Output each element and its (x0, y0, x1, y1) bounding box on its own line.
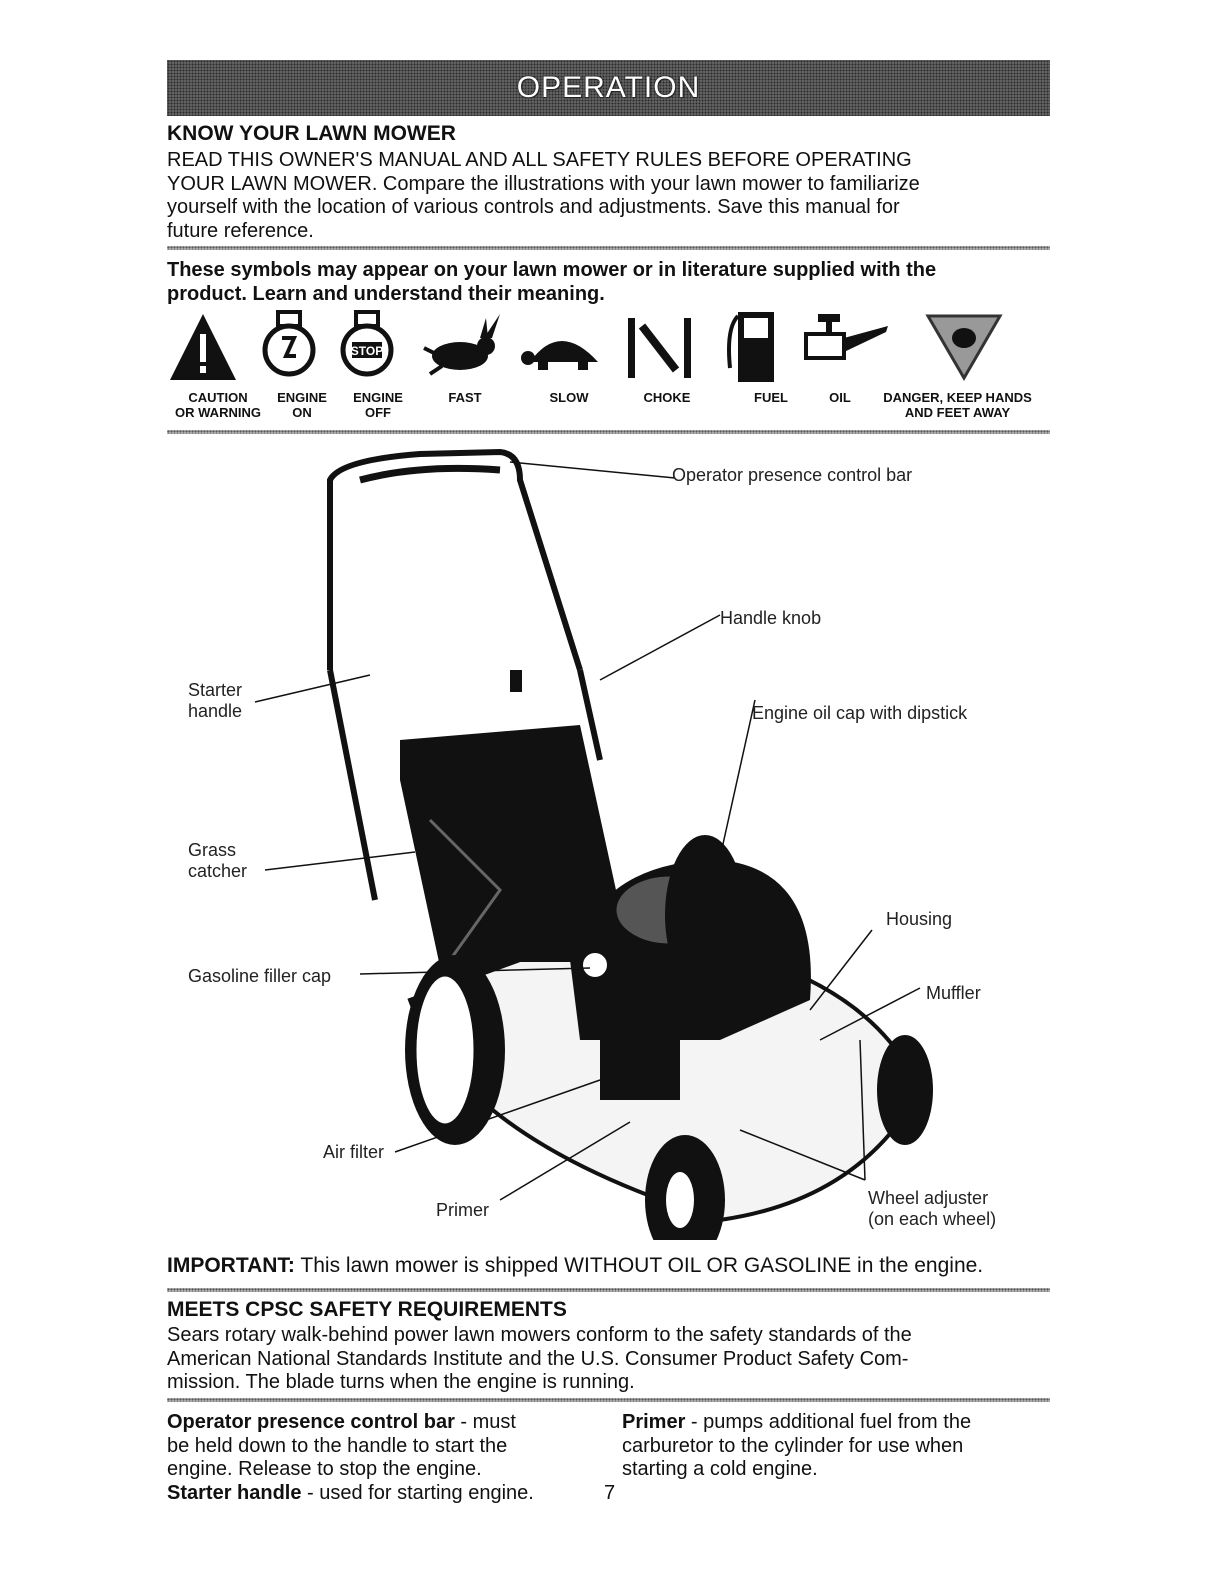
divider (167, 1398, 1050, 1402)
section-banner: OPERATION (167, 60, 1050, 116)
symbol-caption: OIL (829, 390, 851, 405)
label-oil-cap: Engine oil cap with dipstick (752, 703, 968, 723)
symbol-caption: SLOW (549, 390, 589, 405)
cpsc-paragraph: Sears rotary walk-behind power lawn mowe… (167, 1324, 912, 1393)
oil-can-icon (804, 314, 888, 360)
definitions-left: Operator presence control bar - must be … (167, 1411, 534, 1504)
cpsc-heading: MEETS CPSC SAFETY REQUIREMENTS (167, 1298, 567, 1321)
label-primer: Primer (436, 1200, 489, 1220)
divider (167, 1288, 1050, 1292)
label-gas-cap: Gasoline filler cap (188, 966, 332, 986)
page-number: 7 (604, 1482, 616, 1504)
label-muffler: Muffler (926, 983, 981, 1003)
warning-triangle-icon (170, 314, 236, 380)
definitions-right: Primer - pumps additional fuel from the … (622, 1411, 972, 1480)
symbols-row: STOP (170, 310, 1003, 382)
symbols-intro-line: These symbols may appear on your lawn mo… (167, 259, 937, 281)
know-paragraph: READ THIS OWNER'S MANUAL AND ALL SAFETY … (167, 149, 1047, 243)
know-line: future reference. (167, 219, 314, 242)
know-line: yourself with the location of various co… (167, 196, 900, 218)
engine-on-icon (262, 310, 316, 377)
rabbit-icon (423, 314, 500, 376)
label-handle-knob: Handle knob (720, 608, 822, 628)
label-control-bar: Operator presence control bar (672, 465, 913, 485)
symbol-caption: FUEL (754, 390, 788, 405)
hand-warning-icon (925, 314, 1003, 381)
label-air-filter: Air filter (323, 1142, 385, 1162)
symbol-caption: FAST (448, 390, 482, 405)
label-wheel-adjuster: Wheel adjuster(on each wheel) (868, 1188, 997, 1229)
lawn-mower-illustration (254, 448, 933, 1240)
engine-off-icon: STOP (340, 310, 394, 377)
banner-title: OPERATION (516, 71, 701, 104)
turtle-icon (521, 341, 598, 370)
symbol-caption: CHOKE (643, 390, 691, 405)
stop-text: STOP (351, 344, 383, 358)
symbols-intro: These symbols may appear on your lawn mo… (167, 258, 1047, 306)
label-housing: Housing (886, 909, 953, 929)
know-line: READ THIS OWNER'S MANUAL AND ALL SAFETY … (167, 149, 912, 171)
divider (167, 246, 1050, 250)
know-line: YOUR LAWN MOWER. Compare the illustratio… (167, 172, 920, 195)
important-note: IMPORTANT: This lawn mower is shipped WI… (167, 1254, 984, 1277)
symbols-intro-line: product. Learn and understand their mean… (167, 283, 605, 305)
choke-icon (628, 318, 691, 378)
fuel-pump-icon (727, 312, 774, 382)
divider (167, 430, 1050, 434)
know-heading: KNOW YOUR LAWN MOWER (167, 122, 456, 145)
